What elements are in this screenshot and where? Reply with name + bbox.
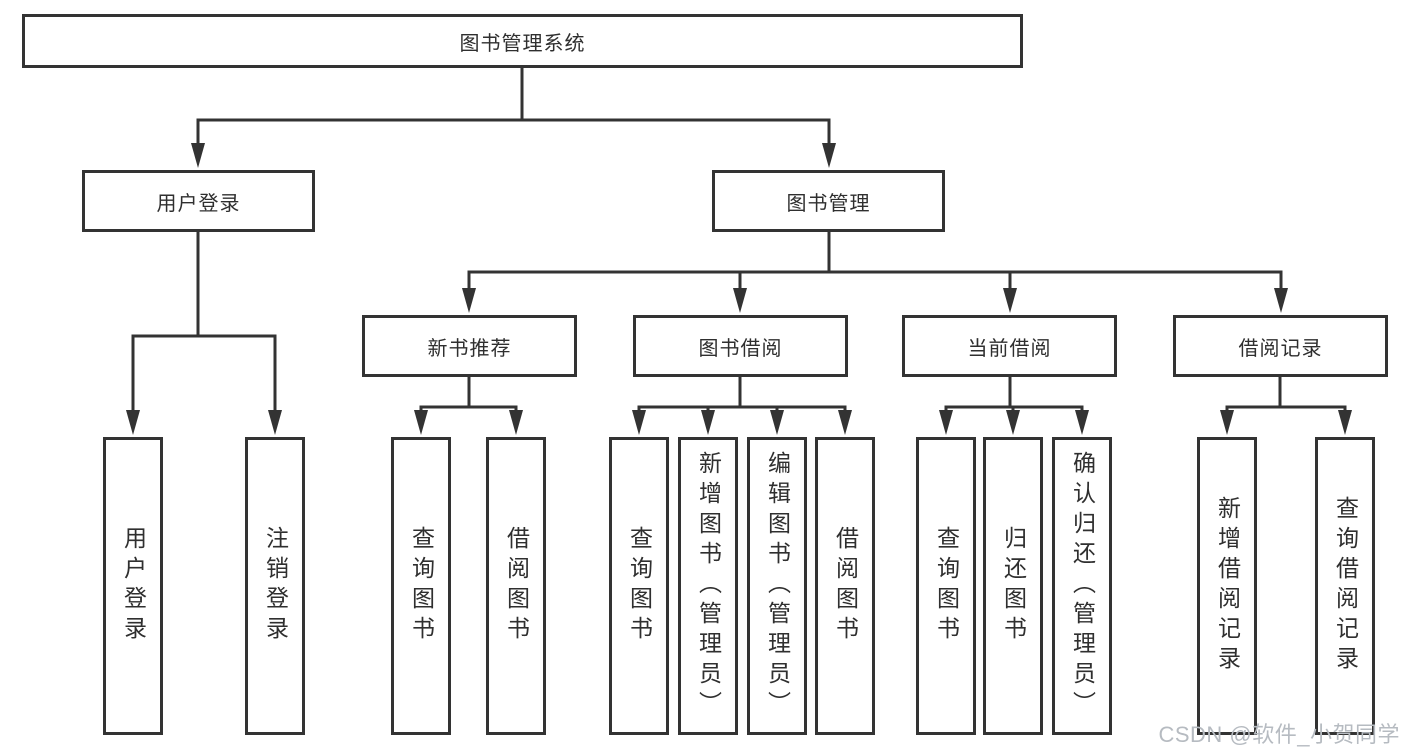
leaf-query-books: 查询图书 xyxy=(916,437,976,735)
leaf-confirm-return-admin: 确认归还（管理员） xyxy=(1052,437,1112,735)
leaf-borrow-books: 借阅图书 xyxy=(815,437,875,735)
node-book-management: 图书管理 xyxy=(712,170,945,232)
node-library-management-system: 图书管理系统 xyxy=(22,14,1023,68)
leaf-add-books-admin: 新增图书（管理员） xyxy=(678,437,738,735)
csdn-watermark: CSDN @软件_小贺同学 xyxy=(1158,722,1400,747)
arrowheads xyxy=(126,143,1352,435)
leaf-query-borrow-record: 查询借阅记录 xyxy=(1315,437,1375,735)
leaf-query-books: 查询图书 xyxy=(609,437,669,735)
leaf-edit-books-admin: 编辑图书（管理员） xyxy=(747,437,807,735)
node-new-book-recommendation: 新书推荐 xyxy=(362,315,577,377)
leaf-add-borrow-record: 新增借阅记录 xyxy=(1197,437,1257,735)
node-borrowing-records: 借阅记录 xyxy=(1173,315,1388,377)
leaf-logout: 注销登录 xyxy=(245,437,305,735)
leaf-query-books: 查询图书 xyxy=(391,437,451,735)
node-user-login: 用户登录 xyxy=(82,170,315,232)
node-current-borrowing: 当前借阅 xyxy=(902,315,1117,377)
leaf-user-login: 用户登录 xyxy=(103,437,163,735)
node-book-borrowing: 图书借阅 xyxy=(633,315,848,377)
leaf-borrow-books: 借阅图书 xyxy=(486,437,546,735)
leaf-return-books: 归还图书 xyxy=(983,437,1043,735)
